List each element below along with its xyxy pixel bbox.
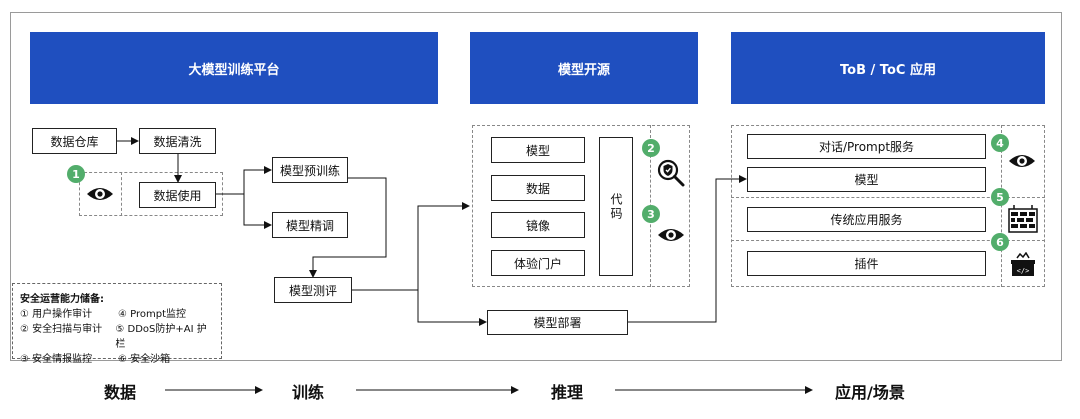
eye-icon [1009,155,1035,167]
apps-row-divider-2 [731,240,1045,241]
badge-5: 5 [991,188,1009,206]
flow-stage-apps: 应用/场景 [835,383,905,402]
legend-row: ③ 安全情报监控 ⑥ 安全沙箱 [20,352,214,367]
legend-item: ④ Prompt监控 [118,309,187,320]
sandbox-icon: </> [1011,252,1035,276]
eye-icon [658,229,684,241]
firewall-icon [1008,205,1038,233]
data-usage-box: 数据使用 [139,182,216,208]
flow-stage-inference: 推理 [551,383,584,402]
opensource-portal-box: 体验门户 [491,250,585,276]
badge-1: 1 [67,165,85,183]
legend-item: ⑥ 安全沙箱 [118,354,171,365]
legend-row: ② 安全扫描与审计 ⑤ DDoS防护+AI 护栏 [20,322,214,352]
legend-item: ② 安全扫描与审计 [20,324,103,335]
model-deploy-box: 模型部署 [487,310,628,335]
flow-stage-data: 数据 [104,383,137,402]
diagram-frame [10,12,1062,361]
opensource-container [472,125,690,287]
flow-stage-training: 训练 [292,383,325,402]
header-training: 大模型训练平台 [30,32,438,104]
header-opensource: 模型开源 [470,32,698,104]
opensource-data-box: 数据 [491,175,585,201]
arrow-pretrain-to-evaluate [309,177,387,278]
arrow-evaluate-to-opensource [352,202,470,291]
opensource-model-box: 模型 [491,137,585,163]
apps-container [731,125,1045,287]
arrow-usage-to-pretrain [216,166,272,195]
badge-2: 2 [642,139,660,157]
shield-search-icon [657,159,685,187]
traditional-app-service-box: 传统应用服务 [747,207,986,232]
data-usage-divider [121,172,122,216]
legend-item: ③ 安全情报监控 [20,354,93,365]
apps-divider [1001,125,1002,287]
security-capabilities-legend: 安全运营能力储备: ① 用户操作审计 ④ Prompt监控 ② 安全扫描与审计 … [12,283,222,365]
evaluate-box: 模型测评 [274,277,352,303]
header-apps: ToB / ToC 应用 [731,32,1045,104]
plugin-box: 插件 [747,251,986,276]
finetune-box: 模型精调 [272,212,348,238]
eye-icon [87,188,113,200]
chat-prompt-service-box: 对话/Prompt服务 [747,134,986,159]
legend-title: 安全运营能力储备: [20,294,104,305]
badge-4: 4 [991,134,1009,152]
code-label: 代码 [609,192,623,221]
data-warehouse-box: 数据仓库 [32,128,117,154]
badge-6: 6 [991,233,1009,251]
arrow-evaluate-to-deploy [417,290,487,326]
legend-row: ① 用户操作审计 ④ Prompt监控 [20,307,214,322]
arrow-deploy-to-apps [628,175,747,323]
app-model-box: 模型 [747,167,986,192]
legend-item: ① 用户操作审计 [20,309,93,320]
opensource-code-box: 代码 [599,137,633,276]
data-cleaning-box: 数据清洗 [139,128,216,154]
opensource-image-box: 镜像 [491,212,585,238]
pretrain-box: 模型预训练 [272,157,348,183]
svg-text:</>: </> [1017,267,1030,275]
legend-item: ⑤ DDoS防护+AI 护栏 [115,324,207,350]
badge-3: 3 [642,205,660,223]
apps-row-divider-1 [731,197,1045,198]
arrow-usage-to-finetune [243,194,272,229]
